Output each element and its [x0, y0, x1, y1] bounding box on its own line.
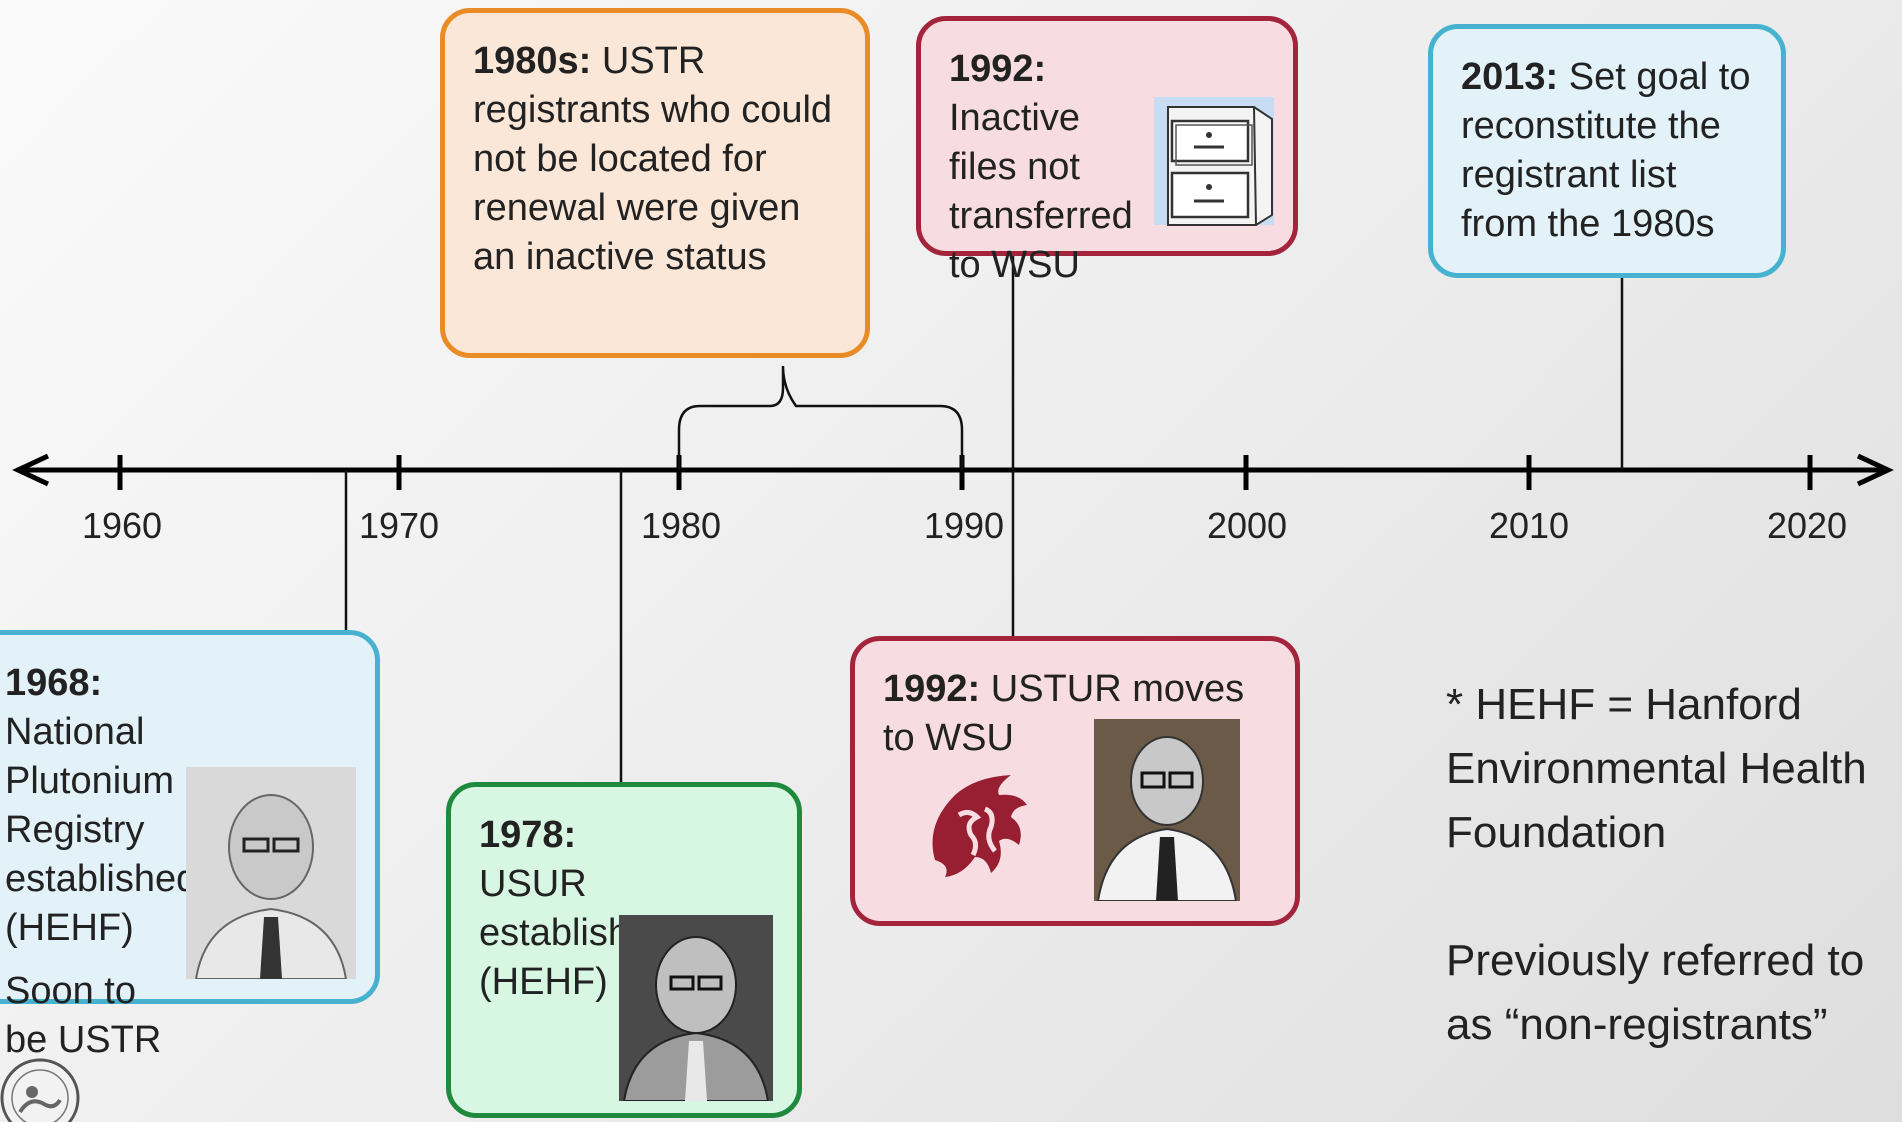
- event-2013-box: 2013: Set goal to reconstitute the regis…: [1428, 24, 1786, 278]
- event-text: National Plutonium Registry established …: [5, 711, 198, 949]
- person-silhouette-icon: [186, 767, 356, 979]
- event-1968-box: 1968: National Plutonium Registry establ…: [0, 630, 380, 1061]
- tick-label-2010: 2010: [1488, 505, 1570, 546]
- note-hehf-line3: Foundation: [1446, 808, 1667, 857]
- event-text: USTUR moves to WSU: [883, 668, 1245, 759]
- event-text: USTR registrants who could not be locate…: [473, 40, 833, 278]
- event-year: 1968:: [5, 662, 103, 704]
- event-1980s-box: 1980s: USTR registrants who could not be…: [440, 8, 870, 358]
- event-subtext: Soon to be USTR: [5, 970, 162, 1061]
- wsu-cougar-logo: [932, 775, 1027, 877]
- seal-logo: [0, 1058, 80, 1122]
- portrait-photo: [1094, 719, 1240, 901]
- tick-label-2020: 2020: [1766, 505, 1848, 546]
- person-silhouette-icon: [619, 915, 773, 1101]
- tick-label-1960: 1960: [81, 505, 163, 546]
- event-year: 2013:: [1461, 56, 1559, 98]
- event-1978-box: 1978: USUR established (HEHF): [446, 782, 802, 1118]
- event-1992-inactive-files-box: 1992: Inactive files not transferred to …: [916, 16, 1298, 286]
- portrait-photo: [619, 915, 773, 1101]
- person-silhouette-icon: [1094, 719, 1240, 901]
- tick-label-1980: 1980: [640, 505, 722, 546]
- event-year: 1978:: [479, 814, 577, 856]
- event-year: 1992:: [883, 668, 981, 710]
- tick-label-1970: 1970: [358, 505, 440, 546]
- event-year: 1992:: [949, 48, 1047, 90]
- right-arrowhead: [1856, 453, 1894, 487]
- event-year: 1980s:: [473, 40, 592, 82]
- note-hehf-line1: * HEHF = Hanford: [1446, 680, 1802, 729]
- left-arrowhead: [12, 453, 50, 487]
- event-1992-ustur-moves-box: 1992: USTUR moves to WSU: [850, 636, 1300, 926]
- event-text: Set goal to reconstitute the registrant …: [1461, 56, 1751, 245]
- note-hehf-line2: Environmental Health: [1446, 744, 1867, 793]
- event-text: Inactive files not transferred to WSU: [949, 97, 1133, 286]
- file-cabinet-icon: [1154, 97, 1274, 226]
- bracket-1980s: [677, 365, 964, 470]
- tick-label-2000: 2000: [1206, 505, 1288, 546]
- tick-label-1990: 1990: [923, 505, 1005, 546]
- note-previously-line1: Previously referred to: [1446, 936, 1865, 985]
- note-previously-line2: as “non-registrants”: [1446, 1000, 1828, 1049]
- portrait-photo: [186, 767, 356, 979]
